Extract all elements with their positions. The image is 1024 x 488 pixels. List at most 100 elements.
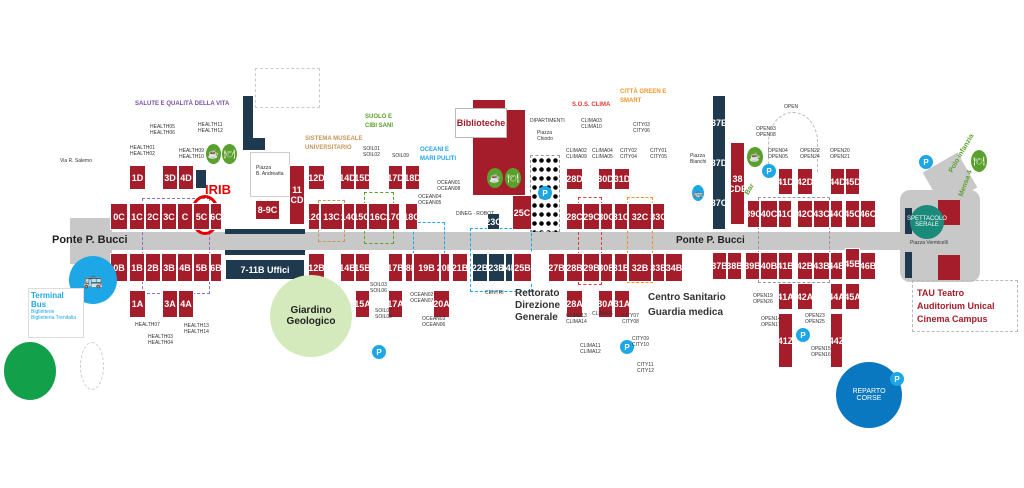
building-44c[interactable]: 44C [828,200,845,228]
building-39c[interactable]: 39C [745,200,762,228]
centro-sanitario-label[interactable]: Centro Sanitario Guardia medica [648,292,726,318]
reparto-corse[interactable]: REPARTO CORSE [836,362,902,428]
rettorato-label[interactable]: Rettorato Direzione Generale [515,288,561,323]
building-15c[interactable]: 15C [353,203,370,230]
building-39b[interactable]: 39B [744,252,761,280]
building-44d[interactable]: 44D [829,168,846,195]
building-44a[interactable]: 44A [828,283,845,310]
building-28b[interactable]: 28B [566,253,583,282]
building-41a[interactable]: 41A [777,283,794,310]
building-6c[interactable]: 6C [210,203,222,230]
building-18d[interactable]: 18D [404,165,421,190]
building-27b[interactable]: 27B [548,253,565,282]
building-1b[interactable]: 1B [129,253,145,282]
building-30d[interactable]: 30D [597,168,614,190]
parking-icon[interactable]: P [372,345,386,359]
building-42c[interactable]: 42C [797,200,813,228]
building-40b[interactable]: 40B [760,252,778,280]
building-3a[interactable]: 3A [162,290,178,318]
building-17b[interactable]: 17B [387,253,404,282]
building-3c[interactable]: 3C [161,203,177,230]
building-c[interactable]: C [177,203,193,230]
building-6b[interactable]: 6B [210,253,222,282]
building-12d[interactable]: 12D [308,165,325,190]
building-37e-37d-37c[interactable]: 37E 37D 37C [711,95,727,230]
building-19b[interactable]: 19B [413,253,440,282]
building-30c[interactable]: 30C [598,203,615,230]
building-33b[interactable]: 33B [650,253,667,282]
building-5b[interactable]: 5B [193,253,210,282]
terminal-bus-box[interactable]: Terminal Bus Biglietterie Biglietteria T… [28,288,84,338]
building-3d[interactable]: 3D [162,165,178,190]
building-28c[interactable]: 28C [566,203,583,230]
building-29c[interactable]: 29C [583,203,600,230]
building-14d[interactable]: 14D [339,165,356,190]
spettacolo-serale[interactable]: SPETTACOLO SERALE [907,205,947,239]
building-31c[interactable]: 31C [613,203,629,230]
building-17c[interactable]: 17C [386,203,402,230]
building-41b[interactable]: 41B [777,252,794,280]
building-45b[interactable]: 45B [844,248,861,280]
giardino-geologico[interactable]: Giardino Geologico [270,275,352,357]
building-30a[interactable]: 30A [597,290,614,318]
building-15a[interactable]: 15A [354,290,371,318]
building-1c[interactable]: 1C [129,203,145,230]
building-37b[interactable]: 37B [711,252,728,280]
building-20a[interactable]: 20A [433,290,450,318]
building-31d[interactable]: 31D [614,168,630,190]
building-18b[interactable]: 18B [401,253,417,282]
building-21b[interactable]: 21B [452,253,468,282]
building-28d[interactable]: 28D [566,168,583,190]
building-46c[interactable]: 46C [860,200,876,228]
building-3b[interactable]: 3B [161,253,177,282]
building-2b[interactable]: 2B [145,253,161,282]
building-17a[interactable]: 17A [387,290,404,318]
building-45a[interactable]: 45A [844,283,861,310]
building-44b[interactable]: 44B [828,252,845,280]
building-16c[interactable]: 16C [368,203,388,230]
parking-icon[interactable]: P [538,186,552,200]
building-44z[interactable]: 44Z [829,313,844,368]
building-38b[interactable]: 38B [726,252,743,280]
building-31b[interactable]: 31B [613,253,629,282]
building-42d[interactable]: 42D [797,168,813,195]
building-11-cd[interactable]: 11 CD [289,165,305,225]
building-46b[interactable]: 46B [860,252,876,280]
irib-label[interactable]: IRIB [205,182,231,197]
building-45c[interactable]: 45C [844,200,861,228]
building-30b[interactable]: 30B [598,253,615,282]
building-1a[interactable]: 1A [129,290,146,318]
building-22b[interactable]: 22B [472,253,488,282]
building-5c[interactable]: 5C [193,203,210,230]
building-8-9c[interactable]: 8-9C [255,200,280,220]
parking-icon[interactable]: P [890,372,904,386]
building-43b[interactable]: 43B [813,252,830,280]
building-41d[interactable]: 41D [777,168,794,195]
building-12b[interactable]: 12B [308,253,325,282]
building-32b[interactable]: 32B [628,253,652,282]
building-7-11b-uffici[interactable]: 7-11B Uffici [225,259,305,280]
building-24b[interactable]: 24B [501,253,517,282]
building-31a[interactable]: 31A [614,290,630,318]
building-25c[interactable]: 25C [512,195,532,230]
building-23c[interactable]: 23C [485,213,502,230]
building-41c[interactable]: 41C [777,200,793,228]
building-25b[interactable]: 25B [513,253,532,282]
building-28a[interactable]: 28A [566,290,583,318]
building-14c[interactable]: 14C [341,203,357,230]
building-4a[interactable]: 4A [178,290,194,318]
building-23b[interactable]: 23B [488,253,505,282]
building-14b[interactable]: 14B [339,253,356,282]
building-42a[interactable]: 42A [797,283,813,310]
building-4b[interactable]: 4B [177,253,193,282]
building-12c[interactable]: 12C [306,203,322,230]
parking-icon[interactable]: P [796,328,810,342]
parking-icon[interactable]: P [620,340,634,354]
building-0c[interactable]: 0C [110,203,128,230]
parking-icon[interactable]: P [762,164,776,178]
building-15b[interactable]: 15B [354,253,371,282]
building-18c[interactable]: 18C [403,203,420,230]
building-43c[interactable]: 43C [813,200,830,228]
building-13c[interactable]: 13C [320,203,343,230]
